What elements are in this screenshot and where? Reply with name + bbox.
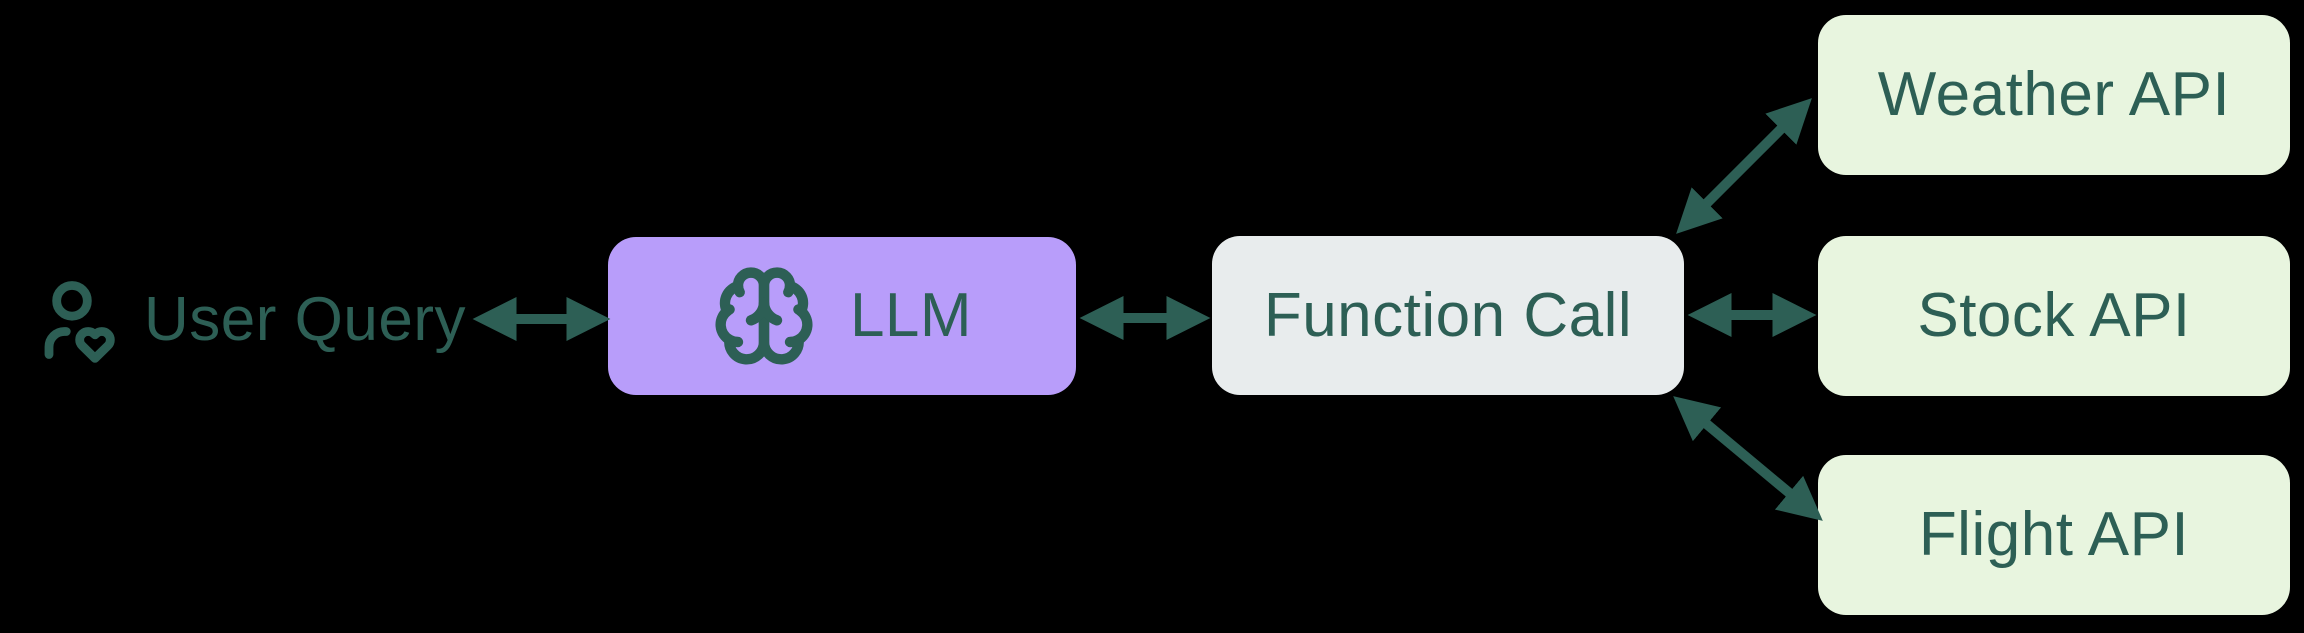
llm-node: LLM bbox=[608, 237, 1076, 395]
function-call-label: Function Call bbox=[1263, 280, 1633, 350]
stock-api-node: Stock API bbox=[1818, 236, 2290, 396]
flight-api-label: Flight API bbox=[1918, 500, 2190, 569]
user-heart-icon bbox=[44, 281, 115, 363]
function-call-node: Function Call bbox=[1212, 236, 1684, 395]
weather-api-label: Weather API bbox=[1877, 60, 2231, 129]
flight-api-node: Flight API bbox=[1818, 455, 2290, 615]
llm-label: LLM bbox=[849, 281, 973, 350]
user-query-label: User Query bbox=[144, 285, 466, 354]
brain-icon bbox=[715, 267, 813, 365]
arrow-function-call-flight-api bbox=[1673, 396, 1823, 521]
arrow-function-call-weather-api bbox=[1676, 98, 1812, 234]
stock-api-label: Stock API bbox=[1917, 281, 2191, 350]
weather-api-node: Weather API bbox=[1818, 15, 2290, 175]
user-query-node: User Query bbox=[26, 252, 466, 388]
